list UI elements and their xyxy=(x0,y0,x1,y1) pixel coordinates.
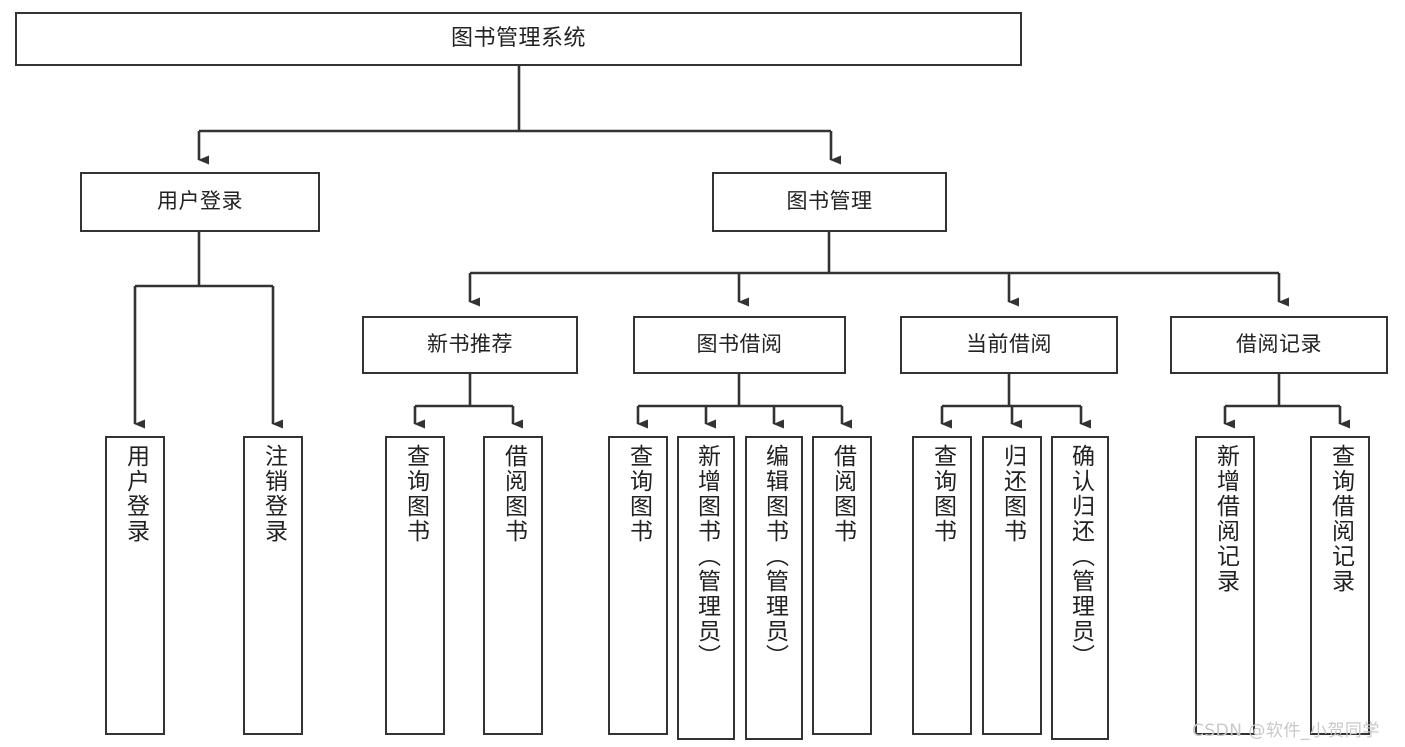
node-leaf-return-book[interactable]: 归还图书 xyxy=(982,436,1042,735)
node-leaf-user-login-label: 用户登录 xyxy=(122,444,149,544)
node-new-book-rec-label: 新书推荐 xyxy=(427,332,513,357)
node-leaf-query-book-a[interactable]: 查询图书 xyxy=(385,436,445,735)
node-current-borrow-label: 当前借阅 xyxy=(966,332,1052,357)
node-leaf-add-book[interactable]: 新增图书（管理员） xyxy=(677,436,735,740)
node-book-manage-label: 图书管理 xyxy=(786,189,873,214)
node-borrow-record[interactable]: 借阅记录 xyxy=(1170,316,1388,374)
node-user-login-label: 用户登录 xyxy=(157,189,243,214)
node-leaf-query-book-c-label: 查询图书 xyxy=(929,444,956,544)
node-leaf-edit-book[interactable]: 编辑图书（管理员） xyxy=(745,436,803,740)
node-leaf-add-book-label: 新增图书（管理员） xyxy=(693,444,720,669)
node-leaf-query-record-label: 查询借阅记录 xyxy=(1327,444,1354,594)
node-leaf-return-book-label: 归还图书 xyxy=(999,444,1026,544)
node-leaf-query-book-b[interactable]: 查询图书 xyxy=(608,436,668,735)
node-book-manage[interactable]: 图书管理 xyxy=(712,172,947,232)
node-root[interactable]: 图书管理系统 xyxy=(15,12,1022,66)
node-leaf-logout-label: 注销登录 xyxy=(260,444,287,544)
node-leaf-user-login[interactable]: 用户登录 xyxy=(105,436,165,735)
node-leaf-borrow-book-a-label: 借阅图书 xyxy=(500,444,527,544)
node-leaf-query-book-a-label: 查询图书 xyxy=(402,444,429,544)
node-leaf-confirm-return-label: 确认归还（管理员） xyxy=(1067,444,1094,669)
node-root-label: 图书管理系统 xyxy=(450,25,586,51)
node-leaf-query-record[interactable]: 查询借阅记录 xyxy=(1310,436,1370,735)
node-current-borrow[interactable]: 当前借阅 xyxy=(900,316,1118,374)
node-book-borrow[interactable]: 图书借阅 xyxy=(633,316,846,374)
node-leaf-add-record-label: 新增借阅记录 xyxy=(1212,444,1239,594)
node-leaf-confirm-return[interactable]: 确认归还（管理员） xyxy=(1051,436,1109,740)
node-book-borrow-label: 图书借阅 xyxy=(696,332,783,357)
node-leaf-borrow-book-b-label: 借阅图书 xyxy=(829,444,856,544)
node-leaf-logout[interactable]: 注销登录 xyxy=(243,436,303,735)
node-leaf-query-book-b-label: 查询图书 xyxy=(625,444,652,544)
node-new-book-rec[interactable]: 新书推荐 xyxy=(362,316,578,374)
node-borrow-record-label: 借阅记录 xyxy=(1236,332,1322,357)
node-leaf-add-record[interactable]: 新增借阅记录 xyxy=(1195,436,1255,735)
node-user-login[interactable]: 用户登录 xyxy=(80,172,320,232)
node-leaf-borrow-book-b[interactable]: 借阅图书 xyxy=(812,436,872,735)
node-leaf-edit-book-label: 编辑图书（管理员） xyxy=(761,444,788,669)
node-leaf-borrow-book-a[interactable]: 借阅图书 xyxy=(483,436,543,735)
csdn-watermark: CSDN @软件_小贺同学 xyxy=(1192,721,1380,741)
node-leaf-query-book-c[interactable]: 查询图书 xyxy=(912,436,972,735)
